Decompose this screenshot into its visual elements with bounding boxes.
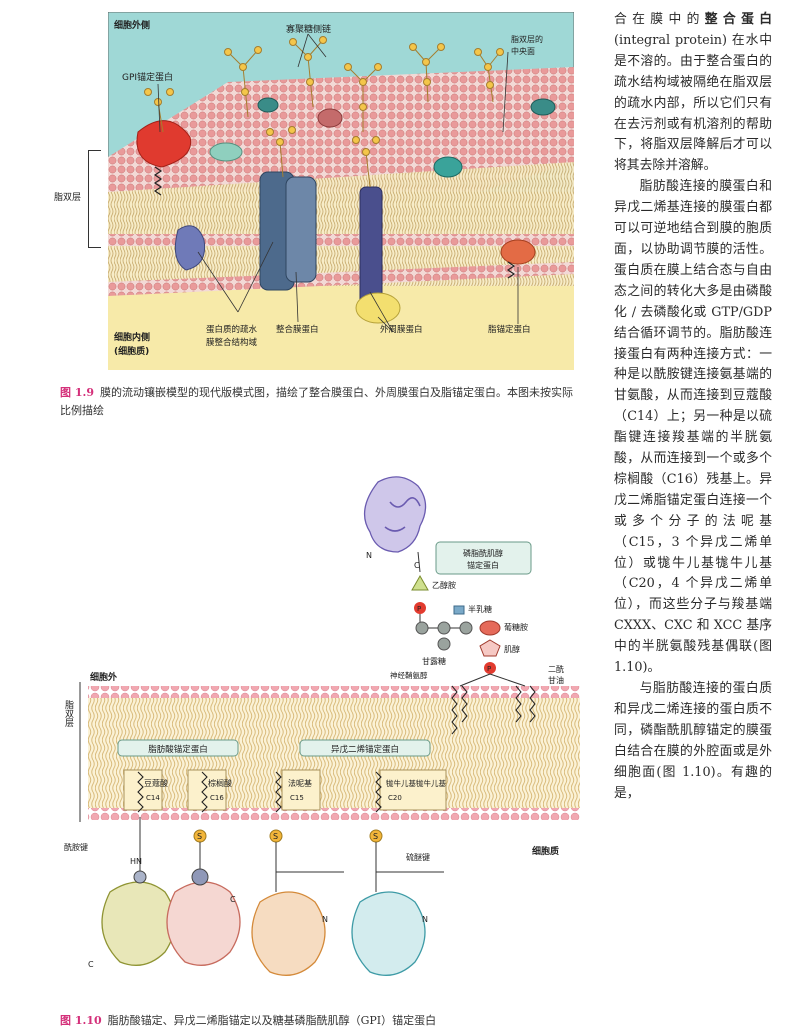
hn-label: HN bbox=[130, 857, 142, 866]
hydrophobic-label-2: 膜整合结构域 bbox=[206, 337, 258, 348]
hydrophobic-label: 蛋白质的疏水 bbox=[206, 324, 258, 335]
figure-1-9-caption-text: 膜的流动镶嵌模型的现代版模式图，描绘了整合膜蛋白、外周膜蛋白及脂锚定蛋白。本图未… bbox=[60, 386, 573, 417]
paragraph-2: 脂肪酸连接的膜蛋白和异戊二烯基连接的膜蛋白都可以可逆地结合到膜的胞质面，以协助调… bbox=[614, 179, 772, 676]
outside-label: 细胞外 bbox=[90, 671, 117, 683]
n-label-top: N bbox=[366, 551, 372, 560]
membrane-fluid-mosaic-figure: 细胞外侧 寡聚糖侧链 GPI锚定蛋白 脂双层的 中央面 细胞内侧 (细胞质) 蛋… bbox=[108, 12, 574, 370]
c-label-2: C bbox=[230, 895, 236, 904]
figure-1-10-caption: 图 1.10 脂肪酸锚定、异戊二烯脂锚定以及糖基磷脂酰肌醇（GPI）锚定蛋白 bbox=[60, 1012, 580, 1030]
ethanolamine-label: 乙醇胺 bbox=[432, 580, 456, 590]
cytosol-label: 细胞质 bbox=[532, 845, 559, 857]
glycerol-label-2: 甘油 bbox=[548, 675, 564, 685]
amide-label: 酰胺键 bbox=[64, 842, 88, 852]
n-label-4: N bbox=[422, 915, 428, 924]
p-label-1: P bbox=[417, 605, 421, 613]
mannose-label: 甘露糖 bbox=[422, 656, 446, 666]
lipid-anchored-label: 脂锚定蛋白 bbox=[488, 324, 531, 335]
thioester-label: 硫醚键 bbox=[406, 852, 430, 862]
membrane-anchor-figure: 磷脂酰肌醇 锚定蛋白 乙醇胺 半乳糖 葡糖胺 肌醇 甘露糖 神经鞘氨醇 二酰 甘… bbox=[64, 476, 580, 976]
gpi-box-label: 磷脂酰肌醇 bbox=[463, 548, 503, 558]
s-label-3: S bbox=[373, 832, 378, 841]
figure-1-10-caption-text: 脂肪酸锚定、异戊二烯脂锚定以及糖基磷脂酰肌醇（GPI）锚定蛋白 bbox=[107, 1014, 437, 1027]
integral-protein-term: 整合蛋白 bbox=[704, 12, 773, 27]
c-label-top: C bbox=[414, 561, 420, 570]
fatty-acid-box-label: 脂肪酸锚定蛋白 bbox=[148, 744, 208, 755]
integral-label: 整合膜蛋白 bbox=[276, 324, 319, 335]
prenyl-box-label: 异戊二烯锚定蛋白 bbox=[331, 744, 399, 755]
peripheral-label: 外周膜蛋白 bbox=[380, 324, 423, 335]
center-label: 脂双层的 bbox=[511, 34, 543, 44]
farnesyl-label: 法呢基 bbox=[288, 778, 312, 788]
bilayer-side-label: 脂双层 bbox=[63, 700, 73, 727]
figure-1-10-number: 图 1.10 bbox=[60, 1014, 102, 1027]
s-label-2: S bbox=[273, 832, 278, 841]
galactose-label: 半乳糖 bbox=[468, 604, 492, 614]
inside-label: 细胞内侧 bbox=[114, 331, 150, 343]
oligosaccharide-label: 寡聚糖侧链 bbox=[286, 23, 331, 35]
paragraph-1-lead: 合在膜中的 bbox=[614, 12, 705, 27]
paragraph-1: 合在膜中的整合蛋白 (integral protein) 在水中是不溶的。由于整合… bbox=[614, 10, 772, 177]
sphingosine-label: 神经鞘氨醇 bbox=[390, 670, 428, 680]
geranyl-c-label: C20 bbox=[388, 794, 402, 802]
c-label-1: C bbox=[88, 960, 94, 969]
geranyl-label: 牻牛儿基牻牛儿基 bbox=[386, 778, 446, 788]
farnesyl-c-label: C15 bbox=[290, 794, 304, 802]
cytosol-label: (细胞质) bbox=[114, 345, 149, 357]
n-label-3: N bbox=[322, 915, 328, 924]
inositol-label: 肌醇 bbox=[504, 644, 520, 654]
paragraph-3: 与脂肪酸连接的蛋白质和异戊二烯连接的蛋白质不同，磷酯酰肌醇锚定的膜蛋白结合在膜的… bbox=[614, 681, 772, 801]
gpi-label: GPI锚定蛋白 bbox=[122, 71, 173, 83]
palmitic-c-label: C16 bbox=[210, 794, 224, 802]
bilayer-label: 脂双层 bbox=[54, 193, 82, 203]
paragraph-1-body: (integral protein) 在水中是不溶的。由于整合蛋白的疏水结构域被… bbox=[614, 32, 772, 174]
p-label-2: P bbox=[487, 665, 491, 673]
center-label-2: 中央面 bbox=[511, 46, 535, 56]
outside-label: 细胞外侧 bbox=[114, 19, 150, 31]
glycerol-label: 二酰 bbox=[548, 664, 564, 674]
body-text-column: 合在膜中的整合蛋白 (integral protein) 在水中是不溶的。由于整合… bbox=[614, 10, 772, 804]
figure-1-9-number: 图 1.9 bbox=[60, 386, 94, 399]
gpi-box-label-2: 锚定蛋白 bbox=[467, 560, 499, 570]
myristic-label: 豆蔻酸 bbox=[144, 778, 168, 788]
bilayer-bracket bbox=[88, 150, 101, 248]
s-label-1: S bbox=[197, 832, 202, 841]
palmitic-label: 棕榈酸 bbox=[208, 778, 232, 788]
glucosamine-label: 葡糖胺 bbox=[504, 622, 528, 632]
myristic-c-label: C14 bbox=[146, 794, 160, 802]
